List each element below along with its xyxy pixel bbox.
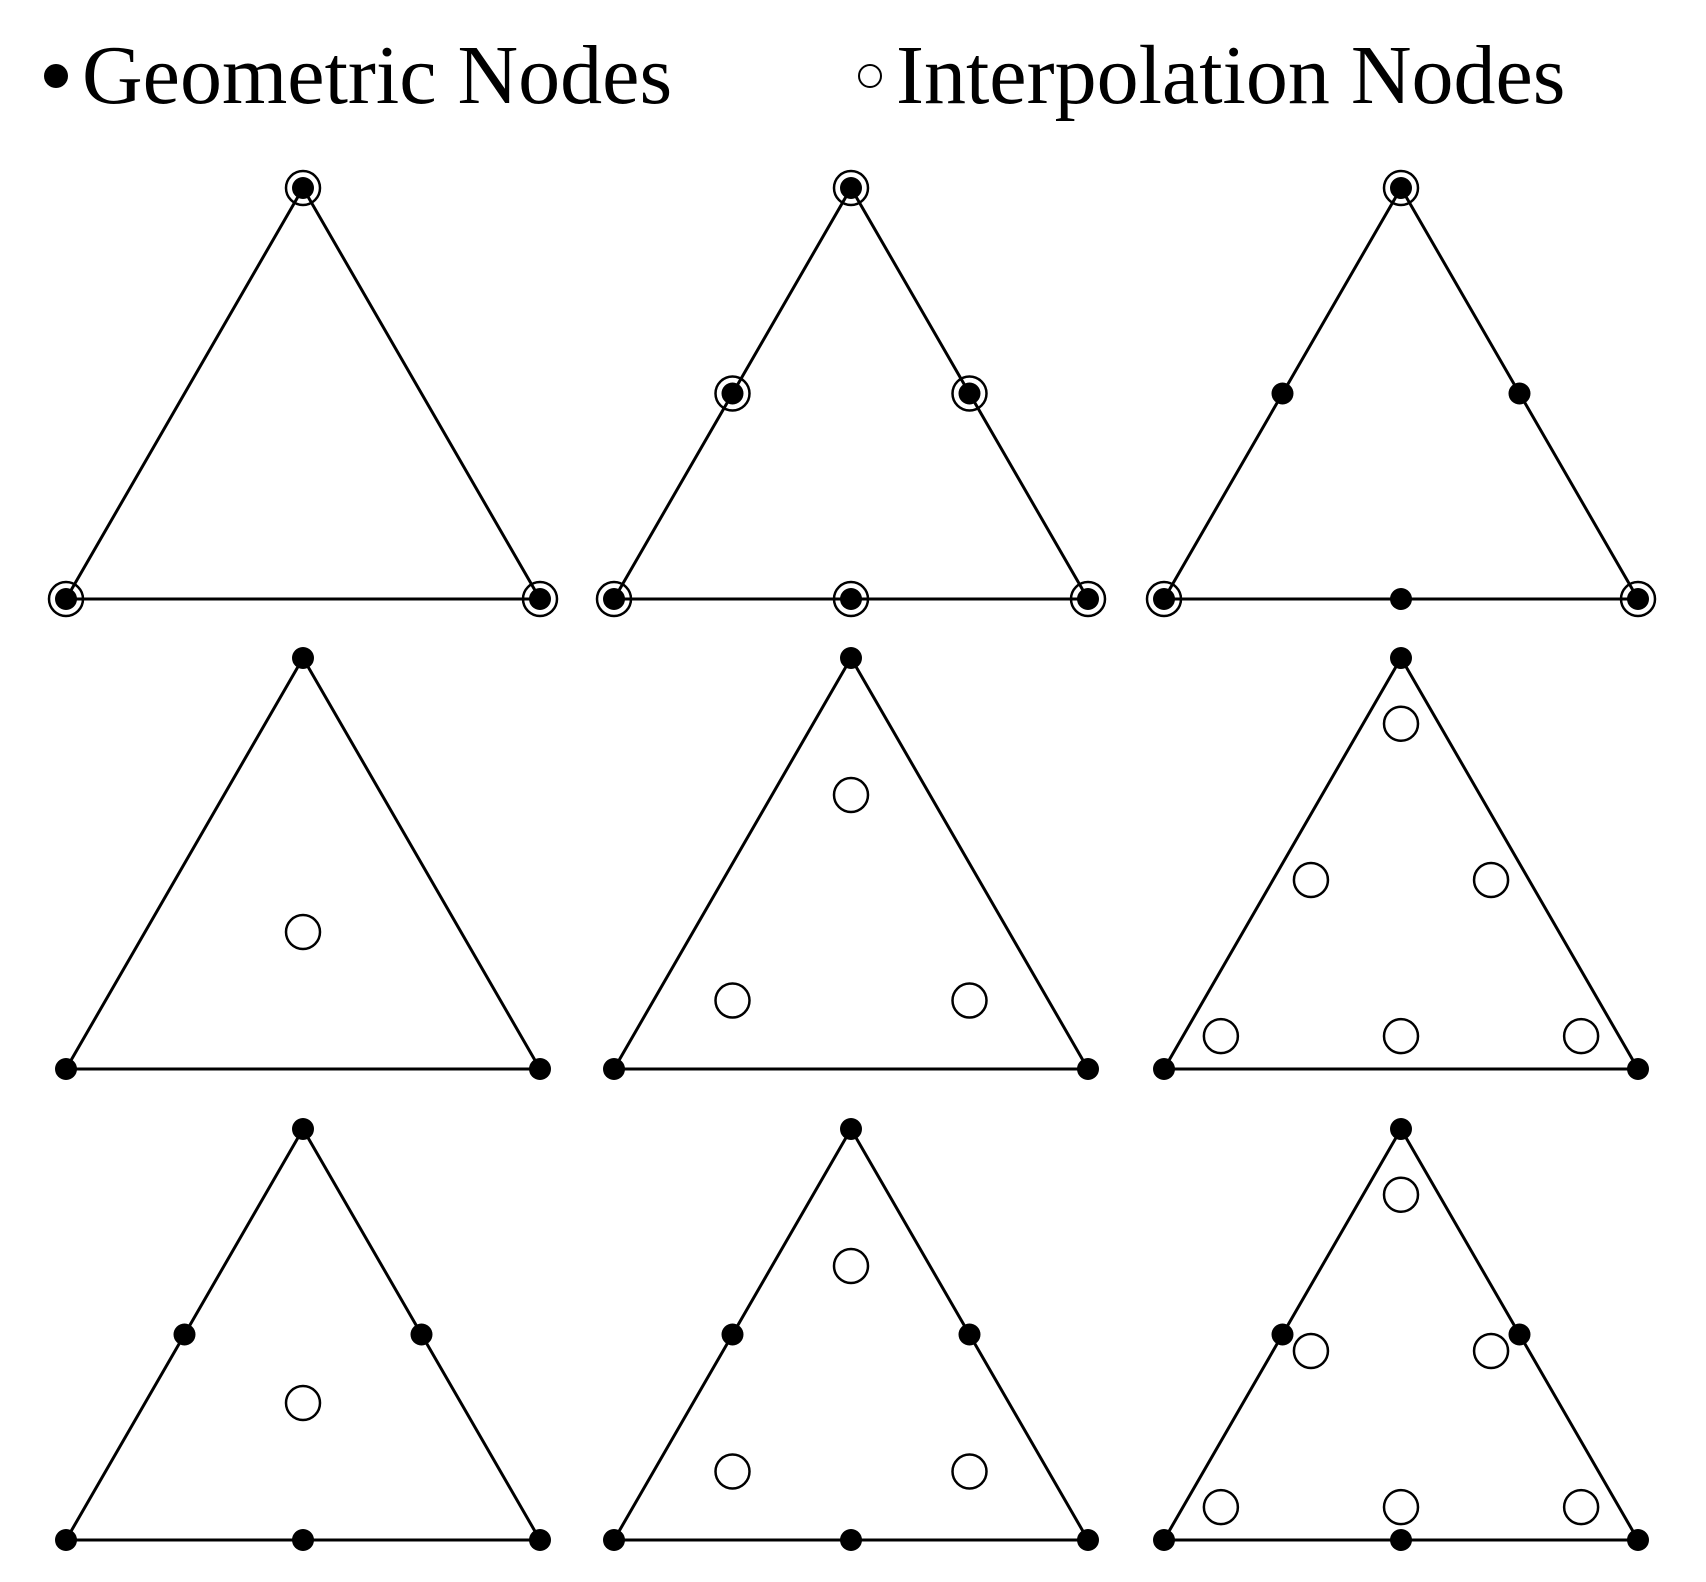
triangle-panel-r2-c3-vertex-geo-node [1390, 647, 1412, 669]
triangle-panel-r1-c1-triangle [63, 184, 543, 601]
triangle-panel-r1-c3-vertex-interp-ring [1619, 580, 1657, 618]
triangle-panel-r2-c2-vertex-geo-node [840, 647, 862, 669]
triangle-panel-r1-c1-vertex-interp-ring [521, 580, 559, 618]
filled-dot-icon [44, 64, 68, 88]
triangle-panel-r2-c2-vertex-geo-node [603, 1058, 625, 1080]
triangle-panel-r2-c1-vertex-geo-node [292, 647, 314, 669]
triangle-panel-r1-c1-vertex-interp-ring [284, 169, 322, 207]
triangle-panel-r2-c1-interior-interp-node [284, 913, 322, 951]
legend-interpolation-label: Interpolation Nodes [896, 29, 1566, 122]
triangle-panel-r1-c2-vertex-geo-node [603, 588, 625, 610]
triangle-panel-r1-c2-vertex-geo-node [840, 177, 862, 199]
triangle-panel-r1-c2-midpoint-interp-ring [951, 375, 988, 412]
hollow-circle-icon [858, 64, 882, 88]
triangle-panel-r2-c2-interior-interp-node [951, 982, 988, 1019]
triangle-panel-r1-c2-midpoint-geo-node [958, 382, 981, 405]
triangle-panel-r1-c2-midpoint-interp-ring [832, 580, 870, 618]
triangle-panel-r1-c3-midpoint-geo-node [1390, 588, 1412, 610]
triangle-panel-r2-c3-interior-interp-node [1382, 705, 1420, 743]
triangle-panel-r2-c1-triangle [63, 654, 543, 1071]
triangle-panel-r3-c3-vertex-geo-node [1153, 1529, 1175, 1551]
triangle-panel-r2-c3-interior-interp-node [1292, 861, 1330, 899]
triangle-panel-r1-c1-vertex-interp-ring [47, 580, 85, 618]
triangle-panel-r2-c3-interior-interp-node [1472, 861, 1510, 899]
triangle-panel-r2-c2-interior-interp-node [832, 776, 870, 814]
triangle-panel-r3-c3-vertex-geo-node [1390, 1118, 1412, 1140]
triangle-panel-r1-c1-vertex-geo-node [529, 588, 551, 610]
triangle-panel-r2-c2-triangle [611, 654, 1091, 1071]
triangle-panel-r2-c3-vertex-geo-node [1627, 1058, 1649, 1080]
triangle-panel-r1-c2-vertex-interp-ring [832, 169, 870, 207]
triangle-panel-r3-c3-midpoint-geo-node [1508, 1323, 1531, 1346]
triangle-panel-r3-c2-vertex-geo-node [1077, 1529, 1099, 1551]
triangle-panel-r2-c2-vertex-geo-node [1077, 1058, 1099, 1080]
triangle-panel-r3-c1-midpoint-geo-node [292, 1529, 314, 1551]
legend-interpolation-nodes: Interpolation Nodes [858, 26, 1566, 126]
triangle-panel-r3-c3-vertex-geo-node [1627, 1529, 1649, 1551]
triangle-panel-r3-c2-midpoint-geo-node [958, 1323, 981, 1346]
triangle-panel-r1-c2-vertex-interp-ring [1069, 580, 1107, 618]
triangle-panel-r3-c2-interior-interp-node [714, 1453, 751, 1490]
triangle-panel-r1-c2-vertex-geo-node [1077, 588, 1099, 610]
triangle-panel-r3-c3-midpoint-geo-node [1271, 1323, 1294, 1346]
triangle-panel-r2-c3-interior-interp-node [1202, 1017, 1240, 1055]
legend-geometric-nodes: Geometric Nodes [44, 26, 672, 126]
triangle-panel-r3-c1-vertex-geo-node [292, 1118, 314, 1140]
triangle-panel-r3-c1-interior-interp-node [284, 1384, 322, 1422]
legend-geometric-label: Geometric Nodes [82, 29, 673, 122]
triangle-panel-r1-c2-triangle [611, 184, 1091, 601]
triangle-panel-r3-c1-midpoint-geo-node [173, 1323, 196, 1346]
triangle-panel-r1-c3-vertex-interp-ring [1145, 580, 1183, 618]
triangle-panel-r1-c3-midpoint-geo-node [1508, 382, 1531, 405]
triangle-panel-r2-c2-interior-interp-node [714, 982, 751, 1019]
triangle-panel-r3-c3-interior-interp-node [1202, 1488, 1240, 1526]
triangle-panel-r1-c3-vertex-geo-node [1153, 588, 1175, 610]
triangle-panel-r2-c3-triangle [1161, 654, 1641, 1071]
triangle-panel-r2-c1-vertex-geo-node [55, 1058, 77, 1080]
triangle-panel-r3-c3-midpoint-geo-node [1390, 1529, 1412, 1551]
triangle-panel-r1-c2-midpoint-geo-node [840, 588, 862, 610]
triangle-panel-r3-c2-interior-interp-node [832, 1247, 870, 1285]
triangle-panel-r1-c3-vertex-geo-node [1390, 177, 1412, 199]
triangle-panel-r2-c3-vertex-geo-node [1153, 1058, 1175, 1080]
triangle-panel-r3-c1-vertex-geo-node [529, 1529, 551, 1551]
triangle-panel-r1-c1-vertex-geo-node [55, 588, 77, 610]
triangle-panel-r3-c2-vertex-geo-node [840, 1118, 862, 1140]
triangle-panel-r3-c3-interior-interp-node [1382, 1176, 1420, 1214]
triangle-panel-r3-c1-triangle [63, 1125, 543, 1542]
triangle-panel-r3-c1-midpoint-geo-node [410, 1323, 433, 1346]
triangle-panel-r3-c2-midpoint-geo-node [721, 1323, 744, 1346]
triangle-panel-r2-c3-interior-interp-node [1562, 1017, 1600, 1055]
triangle-panel-r2-c3-interior-interp-node [1382, 1017, 1420, 1055]
triangle-panel-r2-c1-vertex-geo-node [529, 1058, 551, 1080]
triangle-panel-r1-c2-vertex-interp-ring [595, 580, 633, 618]
triangle-panel-r3-c3-interior-interp-node [1292, 1332, 1330, 1370]
triangle-panel-r1-c2-midpoint-geo-node [721, 382, 744, 405]
triangle-panel-r3-c1-vertex-geo-node [55, 1529, 77, 1551]
triangle-panel-r1-c3-vertex-interp-ring [1382, 169, 1420, 207]
triangle-panel-r3-c3-interior-interp-node [1562, 1488, 1600, 1526]
triangle-panel-r1-c1-vertex-geo-node [292, 177, 314, 199]
triangle-panel-r3-c2-vertex-geo-node [603, 1529, 625, 1551]
triangle-panel-r3-c3-interior-interp-node [1382, 1488, 1420, 1526]
triangle-panel-r1-c2-midpoint-interp-ring [714, 375, 751, 412]
legend: Geometric Nodes Interpolation Nodes [0, 0, 1706, 140]
triangle-panel-r3-c2-midpoint-geo-node [840, 1529, 862, 1551]
triangle-panel-r1-c3-triangle [1161, 184, 1641, 601]
triangle-panel-r1-c3-vertex-geo-node [1627, 588, 1649, 610]
triangle-panel-r1-c3-midpoint-geo-node [1271, 382, 1294, 405]
triangle-panel-r3-c2-interior-interp-node [951, 1453, 988, 1490]
triangle-panel-r3-c3-interior-interp-node [1472, 1332, 1510, 1370]
triangle-panel-r3-c2-triangle [611, 1125, 1091, 1542]
